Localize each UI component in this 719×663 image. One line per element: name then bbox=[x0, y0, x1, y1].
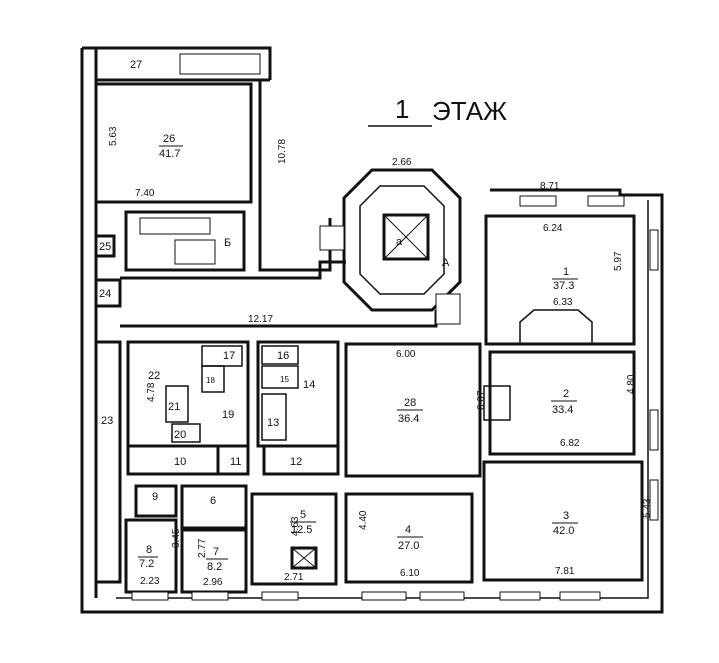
svg-text:3: 3 bbox=[563, 510, 569, 522]
room-21: 21 bbox=[165, 385, 189, 423]
svg-text:2.23: 2.23 bbox=[140, 576, 160, 587]
room-20: 20 bbox=[171, 423, 201, 443]
svg-text:5.97: 5.97 bbox=[613, 251, 624, 271]
svg-text:7.81: 7.81 bbox=[555, 566, 575, 577]
svg-text:6.33: 6.33 bbox=[553, 297, 573, 308]
svg-text:12: 12 bbox=[290, 456, 302, 468]
svg-text:24: 24 bbox=[99, 288, 111, 300]
svg-text:22: 22 bbox=[148, 370, 160, 382]
room-25: 25 bbox=[94, 234, 116, 258]
svg-text:11: 11 bbox=[230, 456, 241, 468]
svg-text:15: 15 bbox=[280, 375, 289, 384]
room-6: 6 bbox=[180, 484, 248, 530]
svg-text:12.5: 12.5 bbox=[291, 524, 312, 536]
svg-text:6: 6 bbox=[210, 495, 216, 507]
svg-text:13: 13 bbox=[267, 417, 279, 429]
room-4: 4 27.0 6.10 4.40 bbox=[344, 492, 474, 584]
room-2: 2 33.4 6.82 4.80 bbox=[483, 350, 637, 456]
room-24: 24 bbox=[94, 278, 122, 308]
room-13: 13 bbox=[261, 393, 287, 441]
svg-text:4.63: 4.63 bbox=[290, 516, 301, 536]
svg-text:6.24: 6.24 bbox=[543, 223, 563, 234]
svg-text:9: 9 bbox=[152, 491, 158, 503]
room-8: 8 7.2 2.23 3.45 bbox=[124, 518, 182, 594]
svg-text:4.80: 4.80 bbox=[626, 374, 637, 394]
svg-text:6.82: 6.82 bbox=[560, 438, 580, 449]
svg-text:33.4: 33.4 bbox=[552, 404, 573, 416]
svg-text:37.3: 37.3 bbox=[553, 280, 574, 292]
room-5: 5 12.5 4.63 2.71 bbox=[250, 492, 338, 586]
svg-text:20: 20 bbox=[174, 429, 186, 441]
svg-text:5.43: 5.43 bbox=[642, 498, 653, 518]
room-16: 16 bbox=[261, 345, 299, 365]
svg-text:7.40: 7.40 bbox=[135, 188, 155, 199]
svg-text:2: 2 bbox=[563, 388, 569, 400]
room-17: 17 bbox=[201, 345, 243, 367]
svg-text:5.63: 5.63 bbox=[108, 126, 119, 146]
svg-text:26: 26 bbox=[163, 133, 175, 145]
svg-text:a: a bbox=[396, 236, 403, 248]
svg-text:2.71: 2.71 bbox=[284, 572, 304, 583]
svg-text:8.2: 8.2 bbox=[207, 561, 222, 573]
svg-text:Б: Б bbox=[224, 237, 231, 249]
room-26: 26 41.7 7.40 5.63 10.78 bbox=[94, 82, 288, 204]
svg-text:21: 21 bbox=[168, 401, 180, 413]
svg-text:4: 4 bbox=[405, 524, 411, 536]
svg-text:6.07: 6.07 bbox=[476, 390, 487, 410]
svg-text:10: 10 bbox=[174, 456, 186, 468]
svg-text:5: 5 bbox=[300, 509, 306, 521]
svg-text:25: 25 bbox=[99, 241, 111, 253]
svg-text:27.0: 27.0 bbox=[398, 540, 419, 552]
svg-text:17: 17 bbox=[223, 350, 235, 362]
svg-text:2.77: 2.77 bbox=[197, 538, 208, 558]
svg-text:2.96: 2.96 bbox=[203, 577, 223, 588]
svg-text:7.2: 7.2 bbox=[139, 558, 154, 570]
floor-number: 1 bbox=[395, 94, 409, 124]
svg-text:2.66: 2.66 bbox=[392, 157, 412, 168]
svg-text:36.4: 36.4 bbox=[398, 413, 419, 425]
room-18: 18 bbox=[201, 365, 225, 393]
svg-text:8.71: 8.71 bbox=[540, 181, 560, 192]
svg-text:1: 1 bbox=[563, 266, 569, 278]
room-10: 10 bbox=[126, 444, 220, 476]
room-28: 6.00 28 36.4 6.07 bbox=[344, 342, 487, 478]
windows bbox=[131, 195, 659, 601]
svg-text:23: 23 bbox=[101, 415, 113, 427]
floor-title: 1 ЭТАЖ bbox=[368, 94, 507, 127]
room-15: 15 bbox=[261, 365, 299, 389]
svg-text:12.17: 12.17 bbox=[248, 314, 273, 325]
svg-text:27: 27 bbox=[130, 59, 142, 71]
room-23: 23 bbox=[94, 340, 122, 584]
svg-text:42.0: 42.0 bbox=[553, 525, 574, 537]
svg-text:А: А bbox=[442, 257, 450, 269]
svg-text:8: 8 bbox=[146, 544, 152, 556]
room-11: 11 bbox=[216, 444, 250, 476]
stair-b: Б bbox=[124, 210, 246, 272]
svg-text:28: 28 bbox=[404, 397, 416, 409]
room-7: 7 8.2 2.96 2.77 bbox=[180, 528, 248, 594]
room-27: 27 bbox=[130, 53, 261, 75]
floor-label: ЭТАЖ bbox=[432, 96, 507, 126]
stair-tower-a: a А 2.66 bbox=[342, 157, 462, 312]
svg-text:14: 14 bbox=[303, 379, 315, 391]
svg-text:6.00: 6.00 bbox=[396, 349, 416, 360]
svg-text:7: 7 bbox=[213, 546, 219, 558]
room-19: 19 bbox=[222, 409, 234, 421]
svg-text:4.78: 4.78 bbox=[146, 382, 157, 402]
svg-text:6.10: 6.10 bbox=[400, 568, 420, 579]
room-3: 3 42.0 7.81 5.43 bbox=[482, 460, 653, 582]
svg-text:41.7: 41.7 bbox=[159, 148, 180, 160]
svg-text:19: 19 bbox=[222, 409, 234, 421]
svg-text:10.78: 10.78 bbox=[277, 139, 288, 164]
room-1: 8.71 6.24 1 37.3 6.33 5.97 bbox=[484, 181, 636, 346]
room-12: 12 bbox=[262, 444, 340, 476]
svg-text:18: 18 bbox=[206, 376, 215, 385]
room-9: 9 bbox=[134, 484, 178, 518]
svg-text:3.45: 3.45 bbox=[171, 528, 182, 548]
svg-text:16: 16 bbox=[277, 350, 289, 362]
svg-text:4.40: 4.40 bbox=[358, 510, 369, 530]
